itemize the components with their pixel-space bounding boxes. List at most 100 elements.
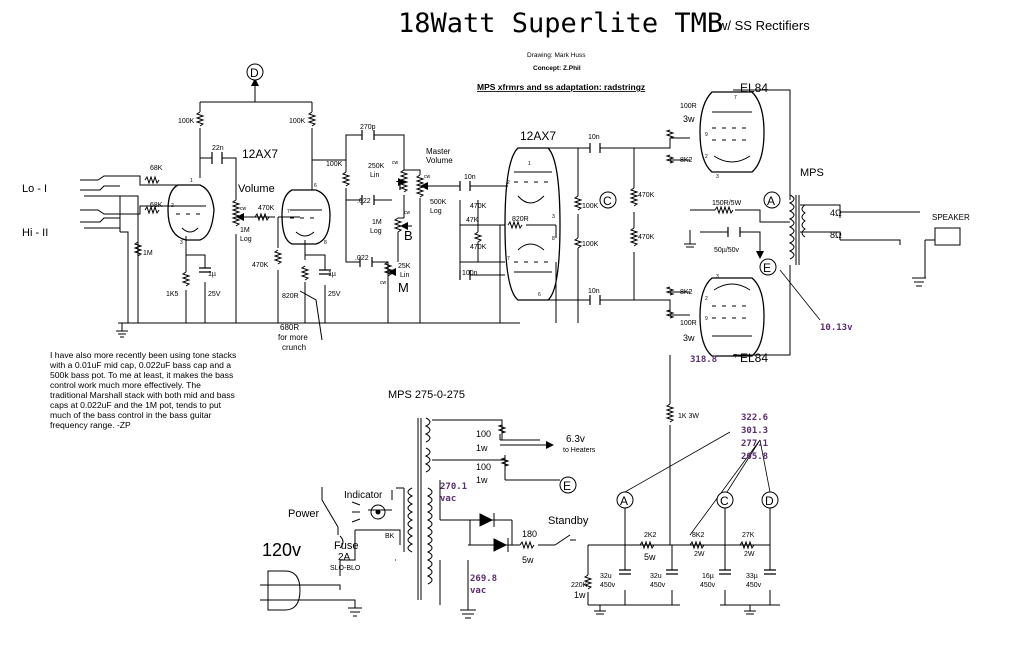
resistor-r19 [665,286,675,296]
value-c022-a: .022 [357,198,371,205]
treble-label: T [396,178,404,193]
pin-label: 2 [171,203,174,209]
power-transformer-label: MPS 275-0-275 [388,389,465,401]
resistor-r17 [665,129,675,139]
tube-label-pi: 12AX7 [520,129,556,143]
rectifier-diodes [479,513,509,552]
power-transformer [417,418,422,600]
value-c22n: 22n [212,145,224,152]
value-r1k3w: 1K 3W [678,413,699,420]
mains-plug [267,570,301,611]
resistor-r12 [507,220,523,230]
treble-pot-taper: Lin [370,172,379,179]
master-label: Master [426,147,451,156]
value-v450-a: 450v [600,582,616,589]
node-markers [246,63,781,509]
crunch-note-3: crunch [282,343,306,352]
value-c022-b: .022 [355,255,369,262]
value-r470k-b: 470K [252,262,269,269]
circuit-wires [80,78,961,619]
resistors [133,111,755,590]
input-lo-label: Lo - I [22,183,47,195]
value-c270p: 270p [360,124,376,131]
voltage-plate: 318.8 [690,355,717,365]
output-transformer-primary [788,194,795,260]
resistor-r4 [144,205,160,215]
heater-target: to Heaters [563,447,596,454]
value-r2k2: 2K2 [644,532,657,539]
node-a-out: A [767,194,775,208]
master-pot-taper: Log [430,208,442,215]
power-switch-label: Power [288,508,320,520]
heater-voltage: 6.3v [566,434,585,445]
pin-label: 9 [705,316,708,322]
pin-label: 9 [705,132,708,138]
resistor-r29 [583,574,593,590]
pin-label: 7 [734,95,737,101]
mid-pot-cw: cw [380,280,387,286]
potentiometer-pot1 [231,199,241,227]
volume-pot-taper: Log [240,236,252,243]
vac-upper: 270.1 [440,482,467,492]
resistor-r15 [629,187,639,207]
tube-v1a [167,184,215,241]
value-v25-a: 25V [208,291,221,298]
standby-label: Standby [548,515,589,527]
drawing-credit: Drawing: Mark Huss [527,52,586,59]
capacitor-c3 [319,269,331,275]
tone-stack-note: I have also more recently been using ton… [50,350,237,430]
voltage-node-a: 322.6 [741,413,768,423]
value-w1-a: 1w [476,443,488,453]
mains-voltage: 120v [262,540,301,560]
pin-label: 3 [716,274,719,280]
value-v450-c: 450v [700,582,716,589]
value-r100k-c: 100K [326,161,343,168]
value-r100k-b: 100K [289,118,306,125]
value-r100r-b: 100R [680,320,697,327]
value-r8k2-a: 8K2 [680,157,693,164]
pin-label: 3 [180,240,183,246]
pin-label: 3 [716,174,719,180]
value-c10n-c: 10n [588,288,600,295]
voltage-node-b: 301.3 [741,426,768,436]
value-c33u: 33µ [746,573,758,580]
potentiometers [231,169,432,277]
value-r100k-a: 100K [178,118,195,125]
tap-8-ohm: 8Ω [830,230,842,240]
node-e-out: E [763,261,771,275]
tube-pi [504,147,561,301]
value-c100n: 100n [462,270,478,277]
node-c-supply: C [720,494,729,508]
value-r220k: 220K [571,582,588,589]
tube-label-el84-bottom: EL84 [740,351,768,365]
node-c-pi: C [603,194,612,208]
value-r1m: 1M [143,250,153,257]
input-hi-label: Hi - II [22,227,48,239]
pin-label: 2 [705,154,708,160]
value-r100-a: 100 [476,429,491,439]
value-r8k2-b: 8K2 [680,289,693,296]
resistor-r7 [254,212,270,222]
resistor-r23 [497,424,507,434]
node-d-top: D [250,66,259,80]
pin-label: 7 [734,354,737,360]
treble-pot-value: 250K [368,163,385,170]
value-r27k: 27K [742,532,755,539]
value-r470k-e: 470K [638,192,655,199]
value-r68k-b: 68K [150,202,163,209]
value-r100r-a: 100R [680,103,697,110]
output-transformer-secondary [801,204,806,238]
value-v25-b: 25V [328,291,341,298]
tap-4-ohm: 4Ω [830,208,842,218]
bass-label: B [404,228,413,243]
pin-label: 2 [507,180,510,186]
node-e-heater: E [563,479,571,493]
tube-label-el84-top: EL84 [740,81,768,95]
vac-lower-unit: vac [470,586,486,596]
tubes [167,91,765,357]
lead-bk-label: BK [385,533,395,540]
value-c1u-a: 1µ [208,271,216,278]
pin-label: 1 [528,161,531,167]
capacitor-c14 [719,569,731,575]
node-a-supply: A [620,494,628,508]
